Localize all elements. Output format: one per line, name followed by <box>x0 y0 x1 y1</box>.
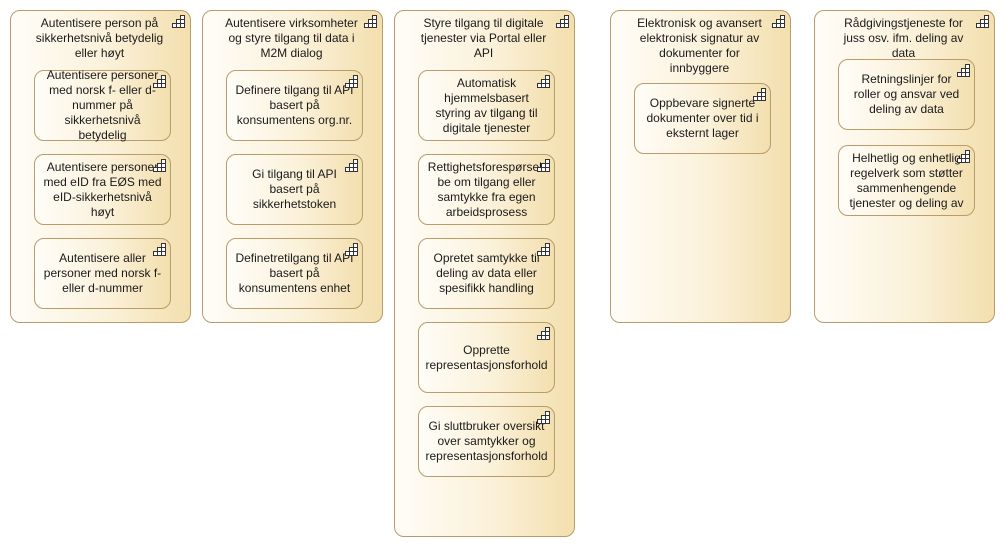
capability-label: Retningslinjer for roller og ansvar ved … <box>853 72 960 116</box>
capability-label: Autentisere aller personer med norsk f- … <box>43 251 162 295</box>
capability-label: Gi sluttbruker oversikt over samtykker o… <box>425 419 548 463</box>
capability-box[interactable]: Autentisere aller personer med norsk f- … <box>34 238 171 309</box>
capability-box[interactable]: Oppbevare signerte dokumenter over tid i… <box>634 83 771 154</box>
capability-icon <box>537 75 550 88</box>
capability-icon <box>976 15 989 28</box>
capability-icon <box>364 15 377 28</box>
capability-label: Definetretilgang til API basert på konsu… <box>235 251 354 295</box>
capability-icon <box>153 243 166 256</box>
capability-label: Opretet samtykke til deling av data elle… <box>433 251 540 295</box>
capability-box[interactable]: Automatisk hjemmelsbasert styring av til… <box>418 70 555 141</box>
capability-icon <box>345 159 358 172</box>
group-title: Elektronisk og avansert elektronisk sign… <box>637 16 762 75</box>
group-title: Rådgivingstjeneste for juss osv. ifm. de… <box>843 16 964 60</box>
capability-box[interactable]: Opprette representasjonsforhold <box>418 322 555 393</box>
group-title: Styre tilgang til digitale tjenester via… <box>420 16 547 60</box>
capability-icon <box>172 15 185 28</box>
capability-box[interactable]: Autentisere personer med norsk f- eller … <box>34 68 171 142</box>
capability-icon <box>153 159 166 172</box>
group-autentisere-virksomheter[interactable]: Autentisere virksomheter og styre tilgan… <box>202 10 383 323</box>
group-title: Autentisere person på sikkerhetsnivå bet… <box>35 16 164 60</box>
capability-icon <box>753 88 766 101</box>
capability-icon <box>957 150 970 163</box>
capability-box[interactable]: Opretet samtykke til deling av data elle… <box>418 238 555 309</box>
capability-icon <box>537 243 550 256</box>
capability-label: Autentisere personer med eID fra EØS med… <box>43 159 162 219</box>
capability-label: Opprette representasjonsforhold <box>425 342 548 372</box>
capability-box[interactable]: Gi tilgang til API basert på sikkerhetst… <box>226 154 363 225</box>
group-title: Autentisere virksomheter og styre tilgan… <box>225 16 358 60</box>
capability-icon <box>345 243 358 256</box>
group-radgivingstjeneste[interactable]: Rådgivingstjeneste for juss osv. ifm. de… <box>814 10 995 323</box>
capability-icon <box>772 15 785 28</box>
capability-box[interactable]: Gi sluttbruker oversikt over samtykker o… <box>418 406 555 477</box>
capability-icon <box>537 327 550 340</box>
capability-icon <box>537 411 550 424</box>
capability-label: Rettighetsforespørsel: be om tilgang ell… <box>427 159 546 219</box>
capability-box[interactable]: Helhetlig og enhetlig regelverk som støt… <box>838 145 975 216</box>
capability-label: Helhetlig og enhetlig regelverk som støt… <box>849 150 964 210</box>
capability-icon <box>345 75 358 88</box>
capability-label: Automatisk hjemmelsbasert styring av til… <box>435 75 538 135</box>
capability-label: Autentisere personer med norsk f- eller … <box>46 68 159 142</box>
group-styre-tilgang[interactable]: Styre tilgang til digitale tjenester via… <box>394 10 575 537</box>
capability-box[interactable]: Definere tilgang til API basert på konsu… <box>226 70 363 141</box>
capability-box[interactable]: Definetretilgang til API basert på konsu… <box>226 238 363 309</box>
capability-label: Definere tilgang til API basert på konsu… <box>235 83 354 127</box>
capability-box[interactable]: Rettighetsforespørsel: be om tilgang ell… <box>418 154 555 225</box>
group-autentisere-person[interactable]: Autentisere person på sikkerhetsnivå bet… <box>10 10 191 323</box>
capability-label: Oppbevare signerte dokumenter over tid i… <box>646 96 759 140</box>
capability-box[interactable]: Retningslinjer for roller og ansvar ved … <box>838 59 975 130</box>
capability-icon <box>153 75 166 88</box>
capability-icon <box>537 159 550 172</box>
group-elektronisk-signatur[interactable]: Elektronisk og avansert elektronisk sign… <box>610 10 791 323</box>
capability-label: Gi tilgang til API basert på sikkerhetst… <box>252 167 337 211</box>
capability-icon <box>957 64 970 77</box>
capability-icon <box>556 15 569 28</box>
capability-box[interactable]: Autentisere personer med eID fra EØS med… <box>34 154 171 225</box>
